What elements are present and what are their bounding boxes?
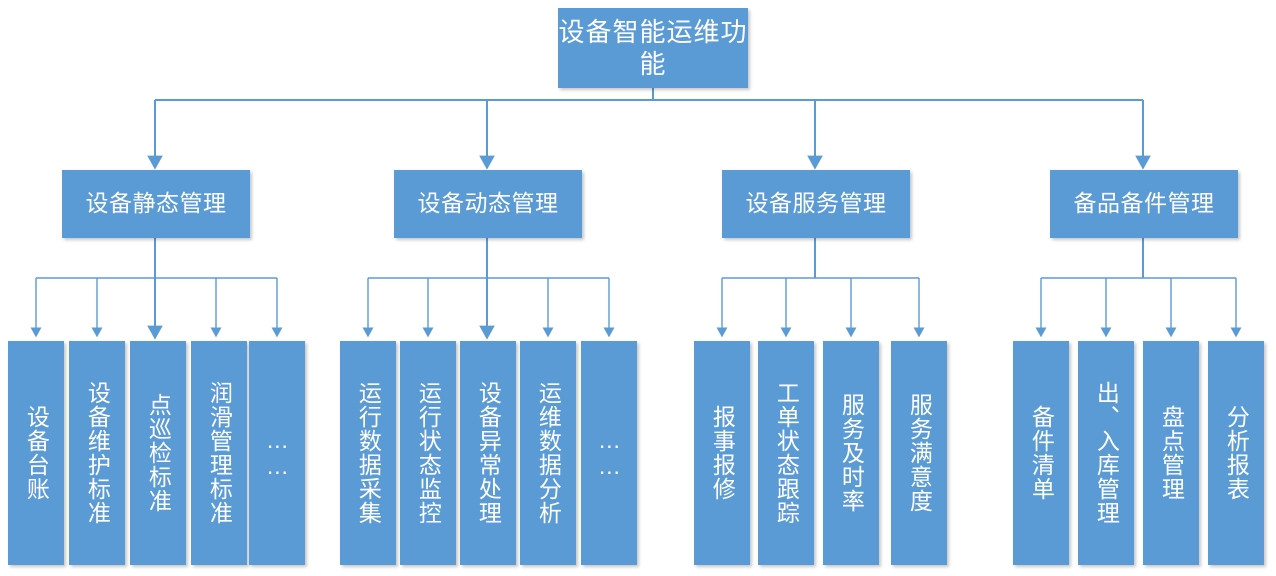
branch-node-dynamic-management[interactable]: 设备动态管理 [394, 170, 582, 238]
leaf-node-label: 报事报修 [709, 405, 736, 501]
branch-node-service-management[interactable]: 设备服务管理 [722, 170, 910, 238]
leaf-node-label: 运行状态监控 [415, 381, 442, 525]
leaf-node[interactable]: 备件清单 [1013, 341, 1069, 565]
leaf-node-label: 运维数据分析 [535, 381, 562, 525]
leaf-node-label: 备件清单 [1028, 405, 1055, 501]
branch-node-label: 设备动态管理 [417, 190, 559, 217]
root-node-equipment-intelligent-om[interactable]: 设备智能运维功能 [558, 8, 748, 88]
leaf-node[interactable]: 运维数据分析 [520, 341, 576, 565]
leaf-node-label: 分析报表 [1223, 405, 1250, 501]
leaf-node[interactable]: 报事报修 [694, 341, 750, 565]
leaf-node[interactable]: 工单状态跟踪 [758, 341, 814, 565]
leaf-node-label: 工单状态跟踪 [773, 381, 800, 525]
leaf-node-label: 点巡检标准 [145, 393, 172, 513]
leaf-node[interactable]: 设备维护标准 [69, 341, 125, 565]
branch-node-label: 设备静态管理 [85, 190, 227, 217]
leaf-node[interactable]: 运行状态监控 [400, 341, 456, 565]
leaf-node-label: …… [264, 427, 291, 479]
leaf-node[interactable]: 出、入库管理 [1078, 341, 1134, 565]
leaf-node-label: 服务满意度 [906, 393, 933, 513]
leaf-node[interactable]: 盘点管理 [1143, 341, 1199, 565]
leaf-node-label: 设备台账 [23, 405, 50, 501]
leaf-node[interactable]: 设备异常处理 [460, 341, 516, 565]
leaf-node-ellipsis[interactable]: …… [249, 341, 305, 565]
leaf-node[interactable]: 运行数据采集 [340, 341, 396, 565]
leaf-node-label: 运行数据采集 [355, 381, 382, 525]
leaf-node-ellipsis[interactable]: …… [581, 341, 637, 565]
branch-node-spare-parts-management[interactable]: 备品备件管理 [1050, 170, 1238, 238]
leaf-node[interactable]: 点巡检标准 [130, 341, 186, 565]
leaf-node[interactable]: 润滑管理标准 [191, 341, 247, 565]
leaf-node-label: …… [596, 427, 623, 479]
leaf-node-label: 盘点管理 [1158, 405, 1185, 501]
leaf-node-label: 设备维护标准 [84, 381, 111, 525]
leaf-node-label: 服务及时率 [838, 393, 865, 513]
leaf-node-label: 设备异常处理 [475, 381, 502, 525]
leaf-node[interactable]: 服务及时率 [823, 341, 879, 565]
root-node-label: 设备智能运维功能 [558, 16, 748, 80]
leaf-node[interactable]: 设备台账 [8, 341, 64, 565]
leaf-node-label: 润滑管理标准 [206, 381, 233, 525]
branch-node-label: 备品备件管理 [1073, 190, 1215, 217]
leaf-node[interactable]: 分析报表 [1208, 341, 1264, 565]
leaf-node[interactable]: 服务满意度 [891, 341, 947, 565]
leaf-node-label: 出、入库管理 [1093, 381, 1120, 525]
branch-node-static-management[interactable]: 设备静态管理 [62, 170, 250, 238]
branch-node-label: 设备服务管理 [745, 190, 887, 217]
